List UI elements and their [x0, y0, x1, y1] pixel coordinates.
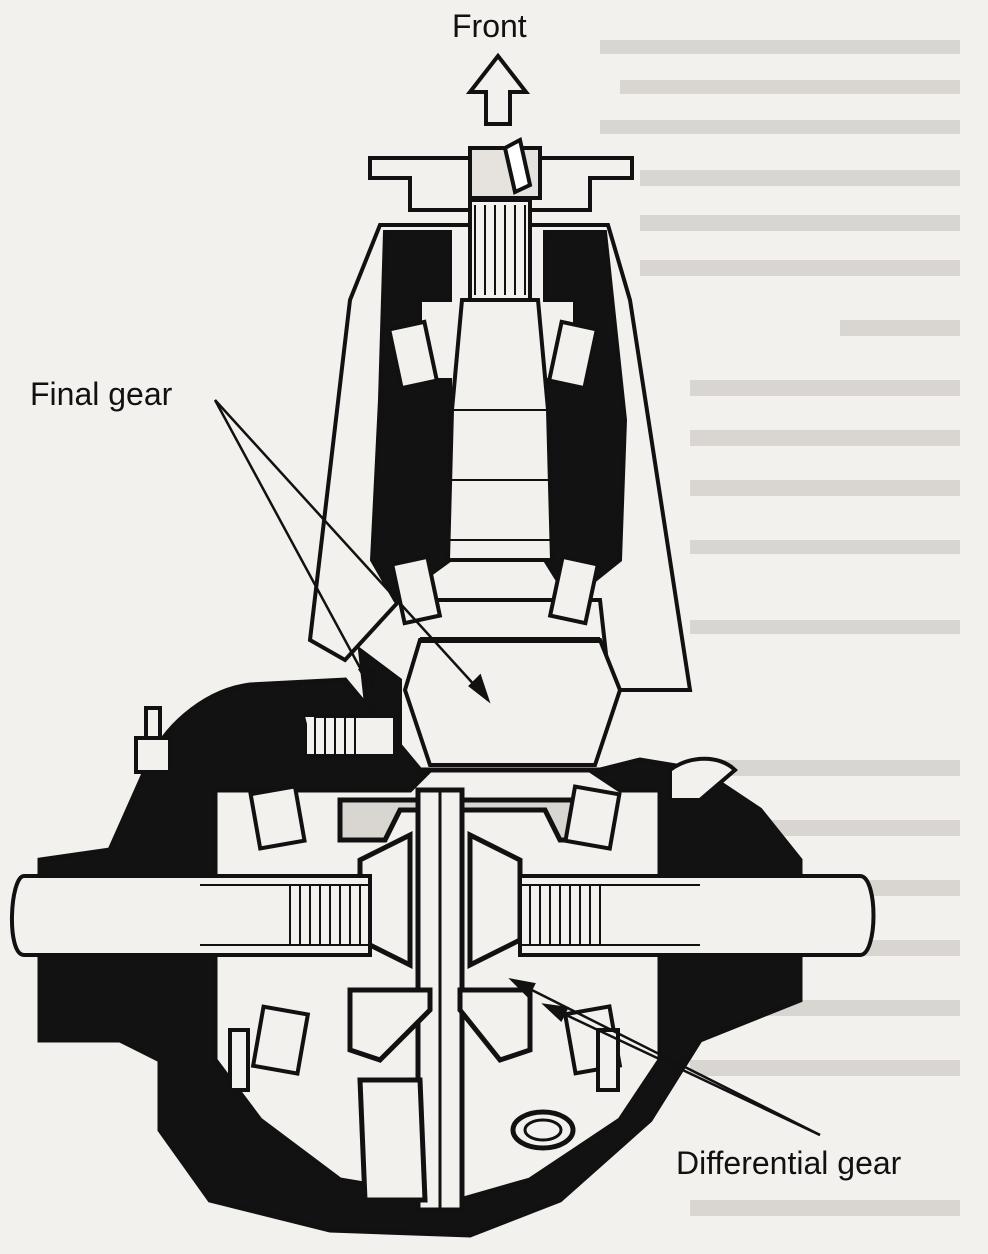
differential-gear-label: Differential gear: [676, 1145, 902, 1181]
final-gear-label: Final gear: [30, 376, 173, 412]
front-arrow-icon: [465, 52, 531, 126]
final-gear-leader-lines: [213, 399, 491, 704]
right-axle-shaft: [518, 874, 876, 957]
right-bearing-assembly: [562, 756, 738, 1092]
front-label: Front: [452, 8, 527, 44]
left-axle-shaft: [9, 874, 372, 957]
left-bearing-assembly: [134, 706, 397, 1092]
differential-gear-leader-lines: [508, 978, 821, 1137]
pinion-shaft: [445, 198, 555, 562]
pinion-flange: [368, 136, 634, 212]
